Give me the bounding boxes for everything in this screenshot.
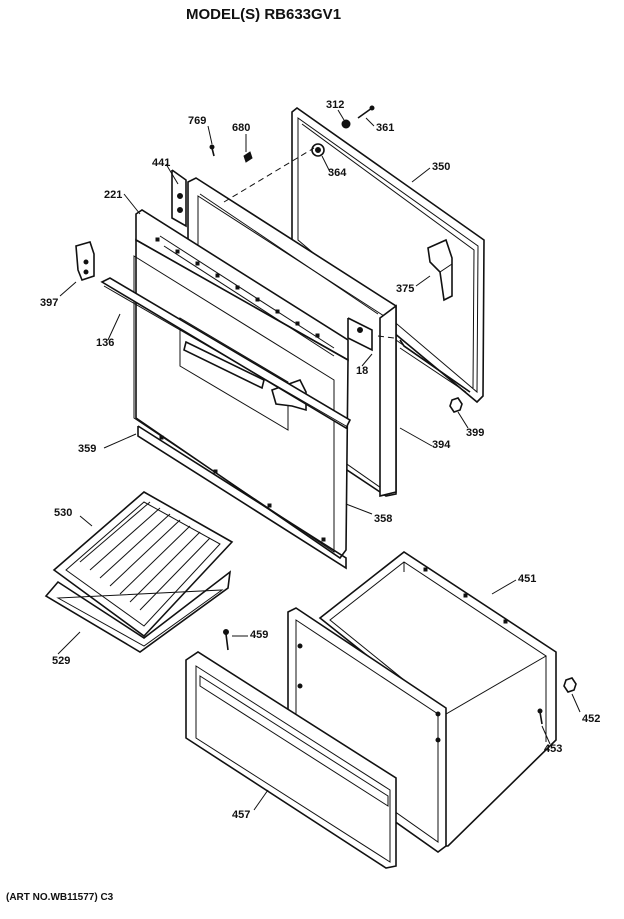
label-529: 529 xyxy=(52,655,70,667)
hinge-397 xyxy=(75,241,95,281)
front-door-panel xyxy=(133,209,349,570)
label-364: 364 xyxy=(328,167,347,179)
label-18: 18 xyxy=(356,365,368,377)
model-title: MODEL(S) RB633GV1 xyxy=(186,6,342,23)
hinge-hardware xyxy=(311,105,375,157)
label-680: 680 xyxy=(232,122,250,134)
label-397: 397 xyxy=(40,297,58,309)
nut-399 xyxy=(449,397,463,413)
part-labels: 769 680 312 361 364 350 441 221 375 397 … xyxy=(40,99,600,821)
broiler-grid-530 xyxy=(52,491,234,638)
door-stop-375 xyxy=(427,238,453,302)
screw-769 xyxy=(209,144,215,157)
label-452: 452 xyxy=(582,713,600,725)
screw-453 xyxy=(537,708,543,725)
label-457: 457 xyxy=(232,809,250,821)
nut-452 xyxy=(563,677,577,693)
label-453: 453 xyxy=(544,743,562,755)
label-451: 451 xyxy=(518,573,536,585)
label-399: 399 xyxy=(466,427,484,439)
label-136: 136 xyxy=(96,337,114,349)
broiler-pan-529 xyxy=(44,570,232,653)
door-handle-136 xyxy=(100,277,352,430)
label-312: 312 xyxy=(326,99,344,111)
label-375: 375 xyxy=(396,283,414,295)
leader-lines xyxy=(57,109,581,811)
label-394: 394 xyxy=(432,439,451,451)
clip-680 xyxy=(243,151,253,163)
label-441: 441 xyxy=(152,157,170,169)
label-221: 221 xyxy=(104,189,122,201)
label-459: 459 xyxy=(250,629,268,641)
label-350: 350 xyxy=(432,161,450,173)
label-361: 361 xyxy=(376,122,394,134)
label-769: 769 xyxy=(188,115,206,127)
drawer-front-457 xyxy=(185,651,397,869)
screw-459 xyxy=(223,629,229,651)
label-530: 530 xyxy=(54,507,72,519)
label-358: 358 xyxy=(374,513,392,525)
door-frame-350 xyxy=(291,106,485,404)
art-number: (ART NO.WB11577) C3 xyxy=(6,892,114,903)
label-359: 359 xyxy=(78,443,96,455)
